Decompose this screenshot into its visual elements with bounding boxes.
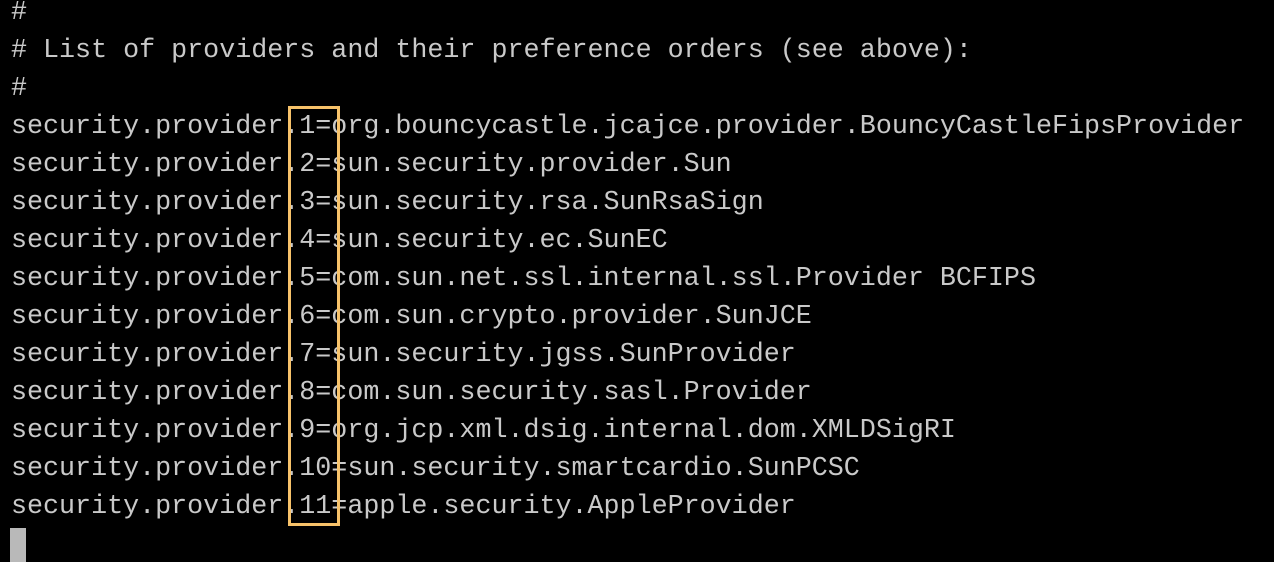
provider-line-5: security.provider.5=com.sun.net.ssl.inte… — [11, 264, 1036, 294]
terminal-output: # # List of providers and their preferen… — [11, 0, 1244, 526]
provider-line-6: security.provider.6=com.sun.crypto.provi… — [11, 302, 812, 332]
text-cursor — [10, 528, 26, 562]
provider-line-9: security.provider.9=org.jcp.xml.dsig.int… — [11, 416, 956, 446]
provider-line-2: security.provider.2=sun.security.provide… — [11, 150, 732, 180]
provider-line-11: security.provider.11=apple.security.Appl… — [11, 492, 796, 522]
comment-line: # — [11, 0, 28, 28]
comment-line: # List of providers and their preference… — [11, 36, 972, 66]
provider-line-4: security.provider.4=sun.security.ec.SunE… — [11, 226, 668, 256]
provider-line-10: security.provider.10=sun.security.smartc… — [11, 454, 860, 484]
provider-line-1: security.provider.1=org.bouncycastle.jca… — [11, 112, 1245, 142]
provider-line-8: security.provider.8=com.sun.security.sas… — [11, 378, 812, 408]
provider-line-7: security.provider.7=sun.security.jgss.Su… — [11, 340, 796, 370]
comment-line: # — [11, 74, 28, 104]
provider-line-3: security.provider.3=sun.security.rsa.Sun… — [11, 188, 764, 218]
